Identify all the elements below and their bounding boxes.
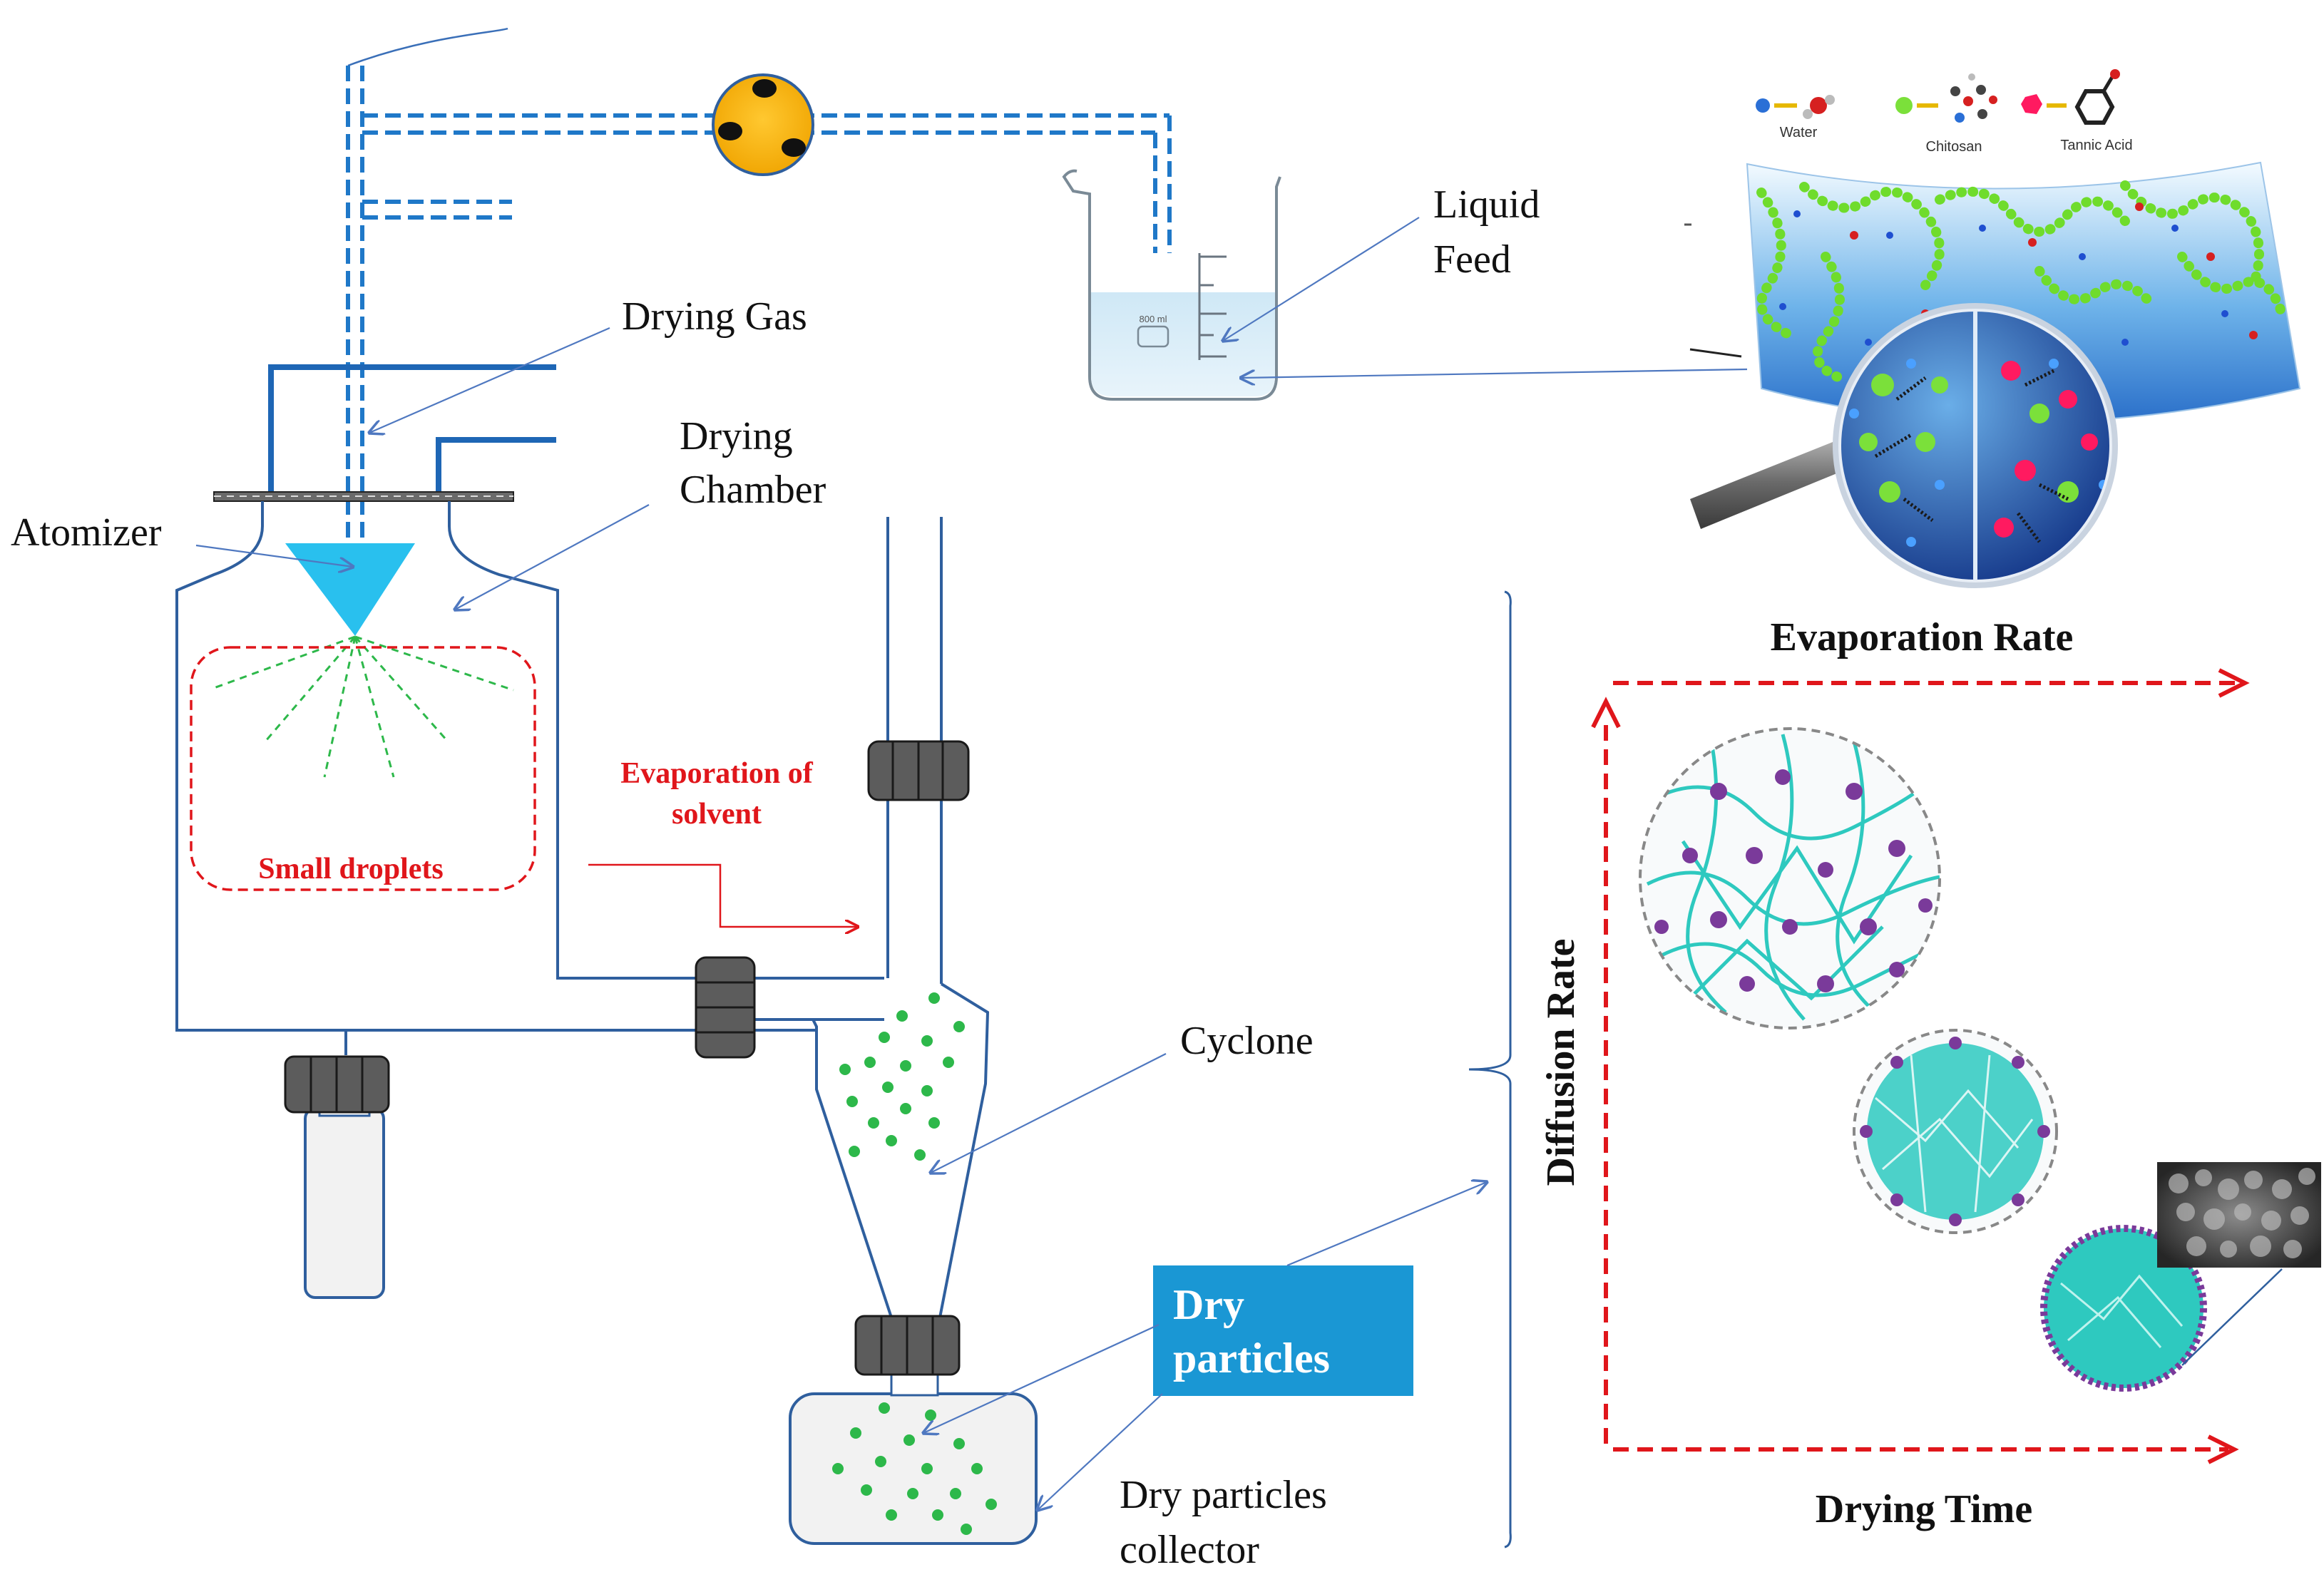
evaporation-arrow [588,863,858,927]
porous-particle-medium [1853,1029,2058,1234]
label-evaporation-of-solvent-line1: Evaporation of [620,757,814,790]
leader-arrows [195,217,1748,1510]
label-dry-particles-line2: particles [1173,1335,1330,1382]
legend-water-label: Water [1780,125,1818,140]
label-drying-chamber-line2: Chamber [680,468,826,512]
legend-chitosan-icon [1895,73,1997,123]
label-diffusion-rate: Diffusion Rate [1539,939,1583,1186]
drying-kinetics-panel [1468,590,2321,1549]
dry-particles-box [1153,1265,1413,1396]
spray-dryer-apparatus: 800 ml [175,27,1413,1545]
dry-particles-collector [789,1392,1038,1545]
cyclone [812,982,990,1318]
beaker-icon: 800 ml [1062,169,1281,401]
green-particles [832,992,997,1535]
label-liquid-feed-line2: Feed [1433,237,1511,282]
label-small-droplets: Small droplets [258,853,443,885]
magnifier-icon [1690,303,2118,588]
legend-tannic-acid-icon [2021,69,2120,125]
spray-lines [213,635,514,778]
molecular-structure-panel: Water Chitosan Tannic Acid [1684,69,2301,588]
label-evaporation-rate: Evaporation Rate [1771,615,2074,659]
chitosan-chains [1756,180,2287,383]
label-collector-line1: Dry particles [1120,1473,1327,1517]
label-cyclone: Cyclone [1180,1019,1314,1063]
label-evaporation-of-solvent-line2: solvent [672,798,762,831]
dashed-gas-tube [346,66,1172,570]
label-drying-time: Drying Time [1816,1487,2032,1531]
peristaltic-pump-icon [712,73,814,176]
clamp [284,740,970,1376]
drying-chamber [175,501,884,1032]
label-liquid-feed-line1: Liquid [1433,183,1540,227]
legend-tannic-acid-label: Tannic Acid [2060,138,2132,153]
curly-brace [1468,590,1512,1549]
gas-inlet-pipes [268,364,556,492]
atomizer-nozzle [285,543,415,636]
axis-arrows [1604,681,2239,1452]
legend-chitosan-label: Chitosan [1926,139,1982,155]
label-drying-chamber-line1: Drying [680,414,793,458]
label-dry-particles-line1: Dry [1173,1281,1244,1328]
legend-water-icon [1756,95,1835,119]
sem-image-inset [2157,1162,2321,1268]
beaker-volume-label: 800 ml [1139,314,1167,324]
small-droplets-region [190,646,536,891]
text-labels: Drying Gas Drying Chamber Atomizer Liqui… [11,183,2073,1572]
label-atomizer: Atomizer [11,510,162,555]
label-drying-gas: Drying Gas [622,294,807,339]
porous-particle-large [1639,727,1941,1029]
label-collector-line2: collector [1120,1528,1259,1572]
inlet-tube-curve [347,27,508,67]
